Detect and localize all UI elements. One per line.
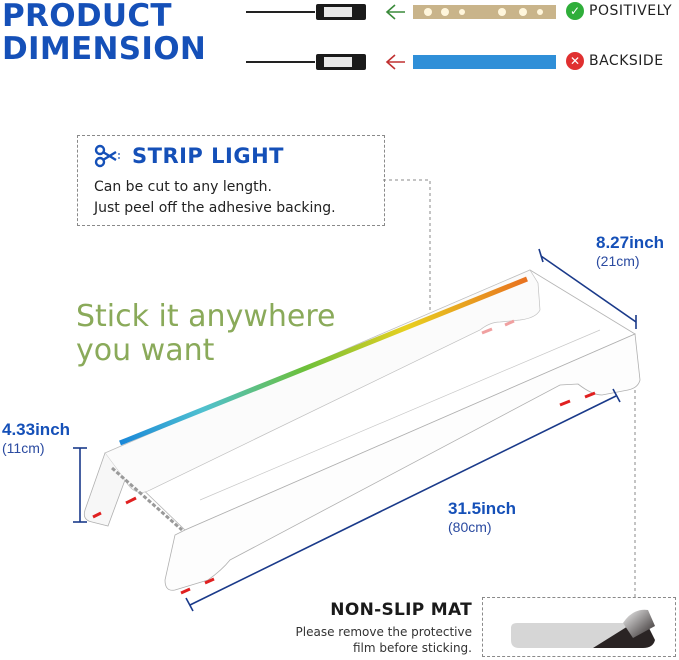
non-slip-mat-line-2: film before sticking. <box>352 641 472 655</box>
led-strip-back <box>413 55 556 69</box>
depth-inch: 8.27inch <box>596 233 665 252</box>
length-dimension: 31.5inch (80cm) <box>448 499 516 535</box>
length-cm: (80cm) <box>448 519 492 535</box>
title-line-1: PRODUCT <box>2 0 172 34</box>
non-slip-mat-title: NON-SLIP MAT <box>330 600 472 620</box>
height-dimension: 4.33inch (11cm) <box>2 420 70 456</box>
height-cm: (11cm) <box>2 440 45 456</box>
controller-cable-icon <box>246 54 366 70</box>
led-strip-front <box>413 5 556 19</box>
non-slip-mat-line-1: Please remove the protective <box>295 625 472 639</box>
non-slip-mat-image-box <box>482 597 676 657</box>
backside-label: BACKSIDE <box>589 53 664 69</box>
slogan: Stick it anywhere you want <box>76 300 335 368</box>
arrow-left-icon <box>385 4 405 20</box>
page-title: PRODUCT DIMENSION <box>2 0 206 66</box>
backside-indicator: ✕ BACKSIDE <box>566 52 664 70</box>
arrow-left-icon <box>385 54 405 70</box>
title-line-2: DIMENSION <box>2 31 207 67</box>
depth-dimension: 8.27inch (21cm) <box>596 233 664 269</box>
depth-cm: (21cm) <box>596 253 640 269</box>
slogan-line-1: Stick it anywhere <box>76 299 336 334</box>
non-slip-mat-caption: NON-SLIP MAT Please remove the protectiv… <box>280 600 472 656</box>
positively-indicator: ✓ POSITIVELY <box>566 2 672 20</box>
positively-label: POSITIVELY <box>589 3 673 19</box>
slogan-line-2: you want <box>76 333 215 368</box>
strip-light-callout: STRIP LIGHT Can be cut to any length. Ju… <box>77 135 385 226</box>
check-circle-icon: ✓ <box>566 2 584 20</box>
peeling-mat-icon <box>511 609 655 648</box>
non-slip-pad <box>92 391 596 595</box>
height-inch: 4.33inch <box>2 420 71 439</box>
strip-light-line-1: Can be cut to any length. <box>94 179 272 195</box>
x-circle-icon: ✕ <box>566 52 584 70</box>
length-inch: 31.5inch <box>448 499 517 518</box>
strip-light-title: STRIP LIGHT <box>132 144 284 168</box>
orientation-diagram <box>246 4 556 70</box>
strip-light-line-2: Just peel off the adhesive backing. <box>94 200 336 216</box>
scissors-icon <box>94 144 120 168</box>
controller-cable-icon <box>246 4 366 20</box>
